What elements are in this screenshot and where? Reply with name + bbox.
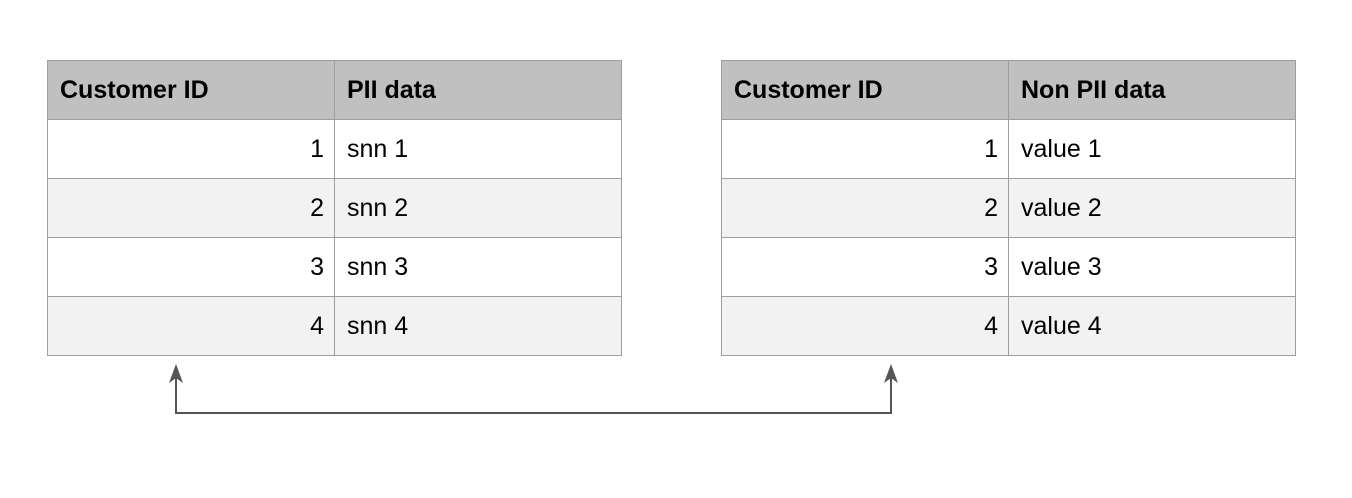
customer-id-cell: 3	[721, 237, 1009, 297]
customer-id-cell: 2	[47, 178, 335, 238]
table-row: 1 value 1	[721, 119, 1296, 179]
customer-id-cell: 4	[721, 296, 1009, 356]
arrowhead-left-icon	[169, 364, 183, 383]
connector-line	[175, 376, 892, 414]
pii-value-cell: snn 4	[334, 296, 622, 356]
pii-value-cell: snn 3	[334, 237, 622, 297]
non-pii-value-cell: value 2	[1008, 178, 1296, 238]
customer-id-cell: 3	[47, 237, 335, 297]
column-header-non-pii-data: Non PII data	[1008, 60, 1296, 120]
table-header-row: Customer ID Non PII data	[721, 60, 1296, 120]
pii-value-cell: snn 2	[334, 178, 622, 238]
pii-table: Customer ID PII data 1 snn 1 2 snn 2 3 s…	[47, 60, 622, 356]
pii-value-cell: snn 1	[334, 119, 622, 179]
non-pii-value-cell: value 4	[1008, 296, 1296, 356]
column-header-pii-data: PII data	[334, 60, 622, 120]
table-row: 2 snn 2	[47, 178, 622, 238]
column-header-customer-id: Customer ID	[47, 60, 335, 120]
customer-id-cell: 2	[721, 178, 1009, 238]
table-header-row: Customer ID PII data	[47, 60, 622, 120]
non-pii-value-cell: value 3	[1008, 237, 1296, 297]
table-row: 1 snn 1	[47, 119, 622, 179]
table-row: 4 value 4	[721, 296, 1296, 356]
table-row: 2 value 2	[721, 178, 1296, 238]
non-pii-table: Customer ID Non PII data 1 value 1 2 val…	[721, 60, 1296, 356]
customer-id-cell: 4	[47, 296, 335, 356]
table-row: 3 value 3	[721, 237, 1296, 297]
table-row: 3 snn 3	[47, 237, 622, 297]
table-row: 4 snn 4	[47, 296, 622, 356]
customer-id-cell: 1	[721, 119, 1009, 179]
column-header-customer-id: Customer ID	[721, 60, 1009, 120]
arrowhead-right-icon	[884, 364, 898, 383]
